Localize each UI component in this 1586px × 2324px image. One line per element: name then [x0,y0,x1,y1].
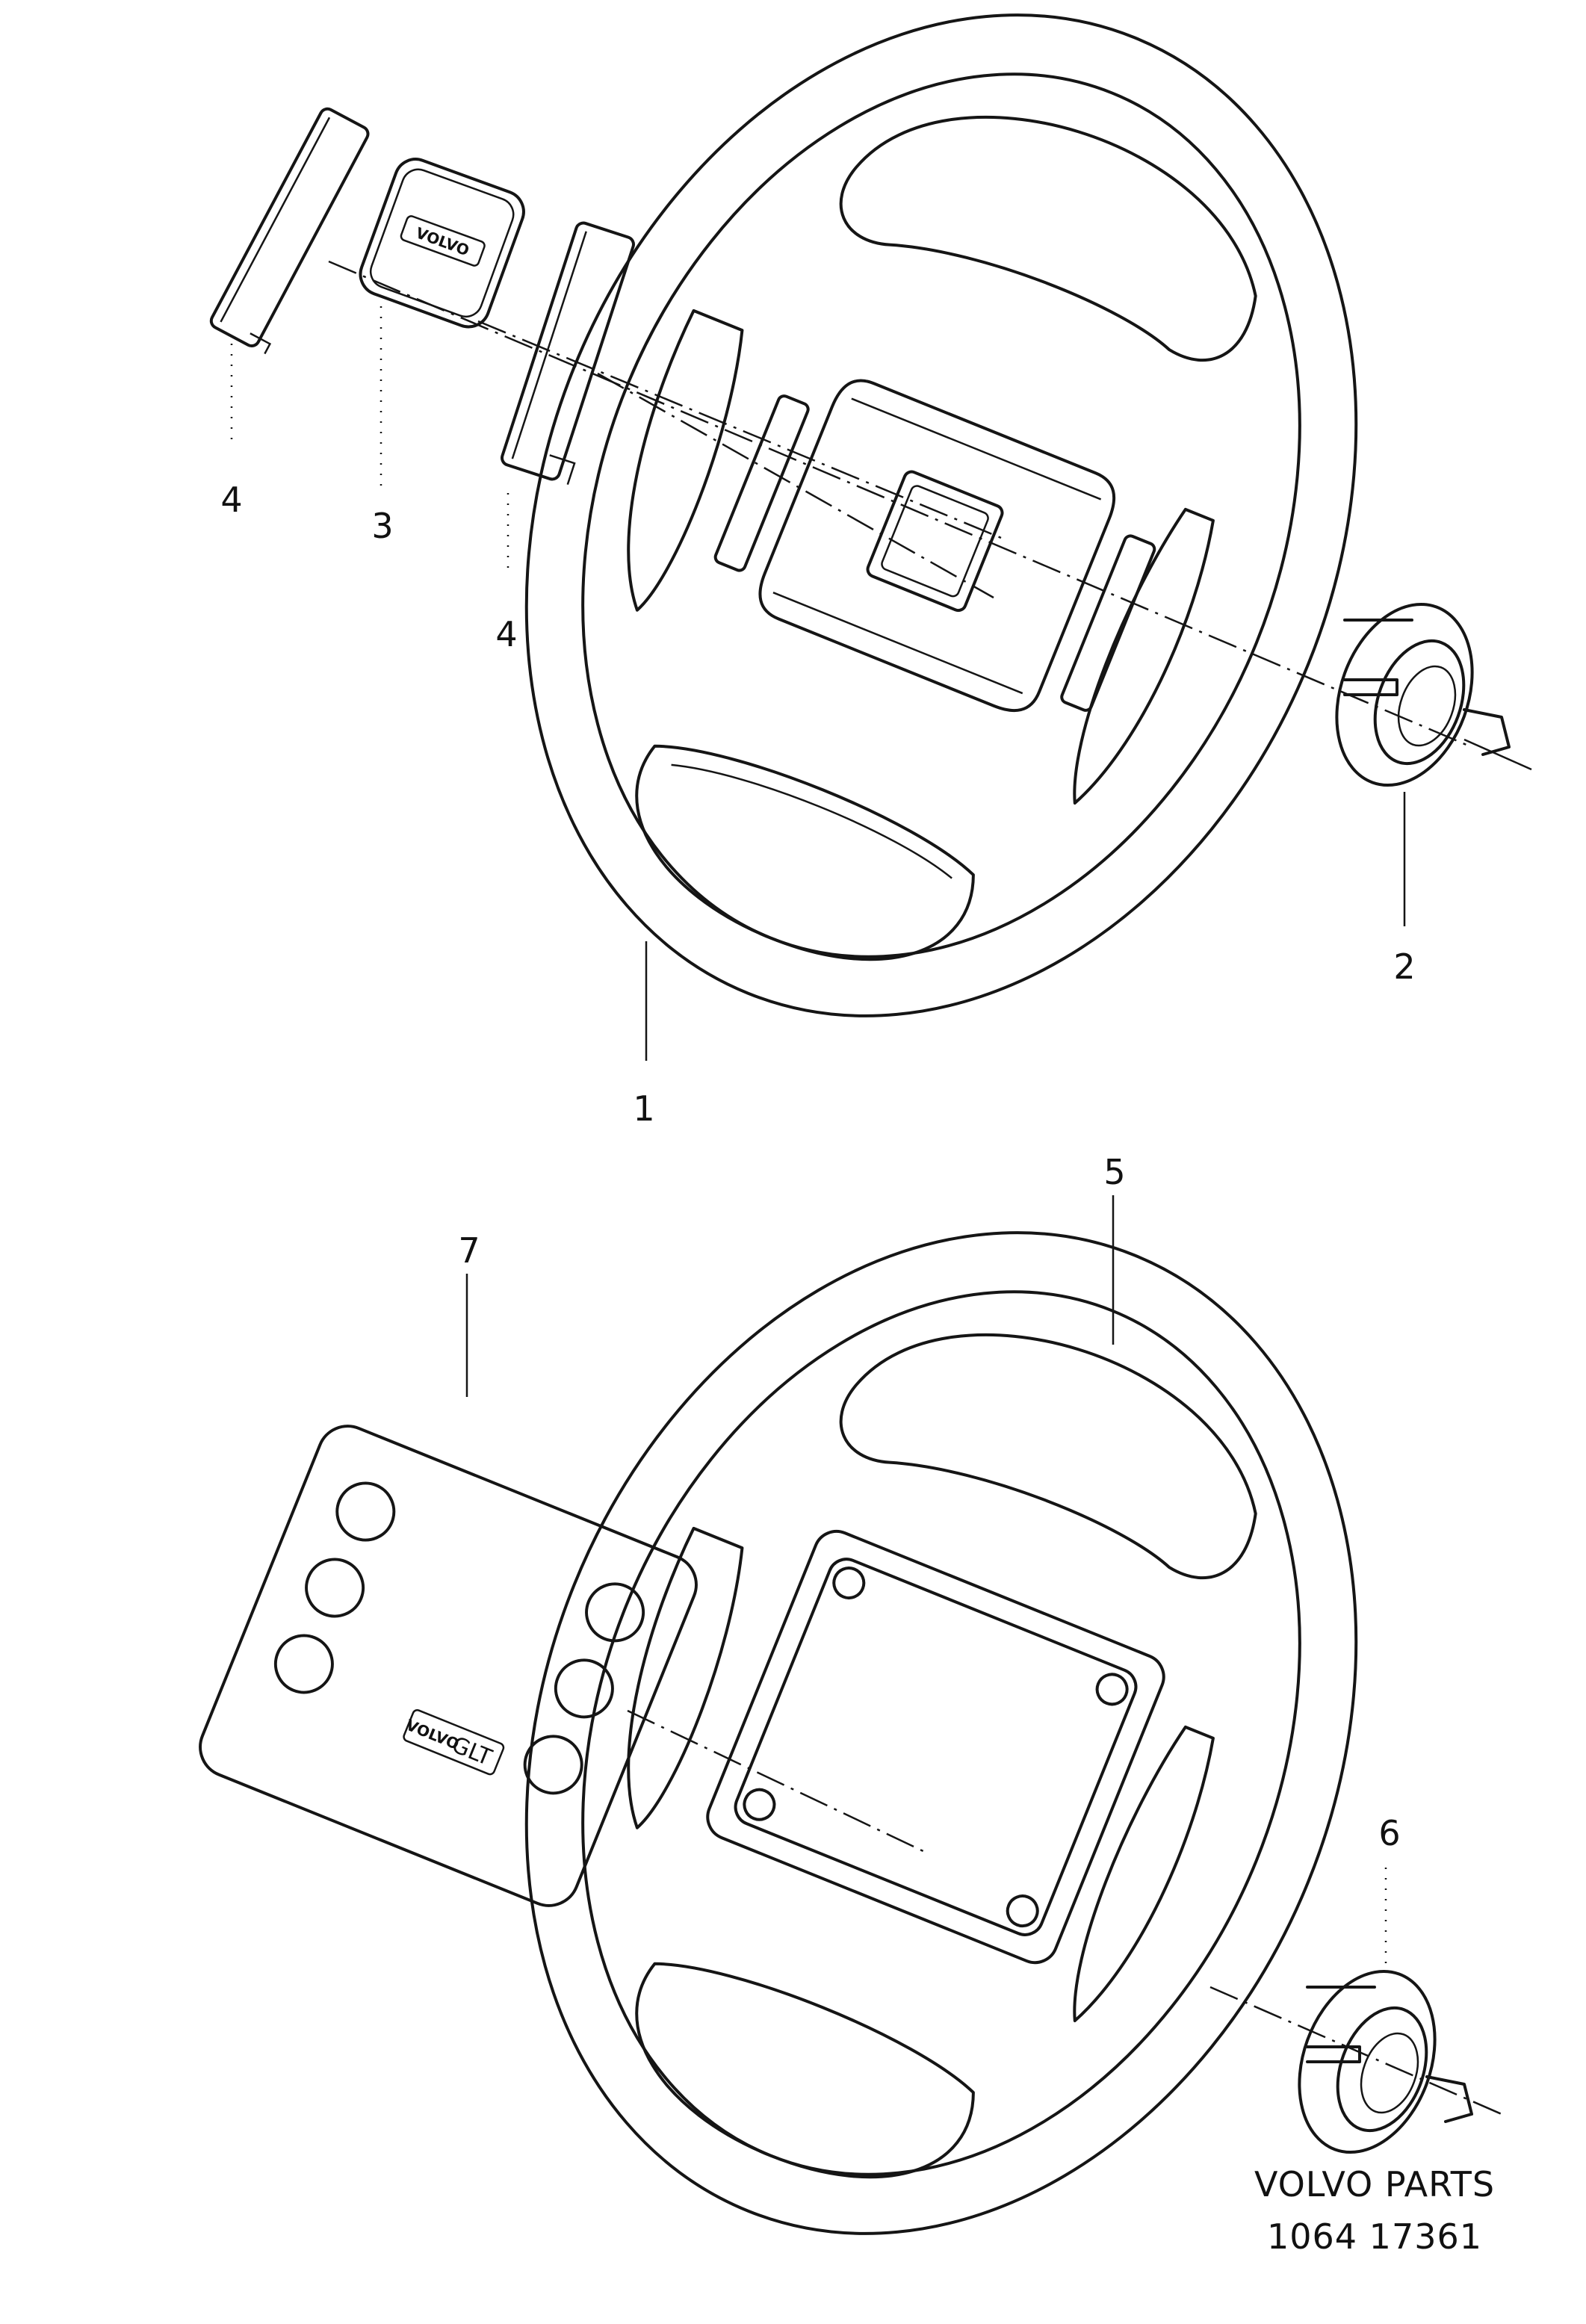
axis-line-lower-end [1209,1986,1502,2116]
callout-1: 1 [633,1088,654,1129]
hub-adapter-upper [1335,602,1511,787]
axis-line-upper [328,260,1472,749]
callout-4a: 4 [220,480,242,520]
callout-4b: 4 [495,614,517,654]
steering-wheel-lower [524,1231,1358,2235]
callout-3: 3 [371,506,393,546]
callout-2: 2 [1393,946,1415,987]
footer-line-2: 1064 17361 [1267,2216,1482,2257]
callout-7: 7 [458,1230,480,1271]
horn-pad-right [501,221,635,486]
axis-line-lower [627,1709,927,1854]
callout-5: 5 [1103,1152,1125,1192]
glt-pad: VOLVO GLT [199,1425,698,1907]
axis-line-upper-end [1463,738,1532,771]
footer-line-1: VOLVO PARTS [1254,2164,1495,2204]
steering-wheel-upper [524,13,1358,1017]
hub-adapter-lower [1298,1969,1473,2154]
axis-line-upper-b [597,372,994,599]
volvo-center-pad: VOLVO [359,158,525,329]
horn-pad-left [209,107,370,355]
callout-6: 6 [1378,1813,1400,1853]
